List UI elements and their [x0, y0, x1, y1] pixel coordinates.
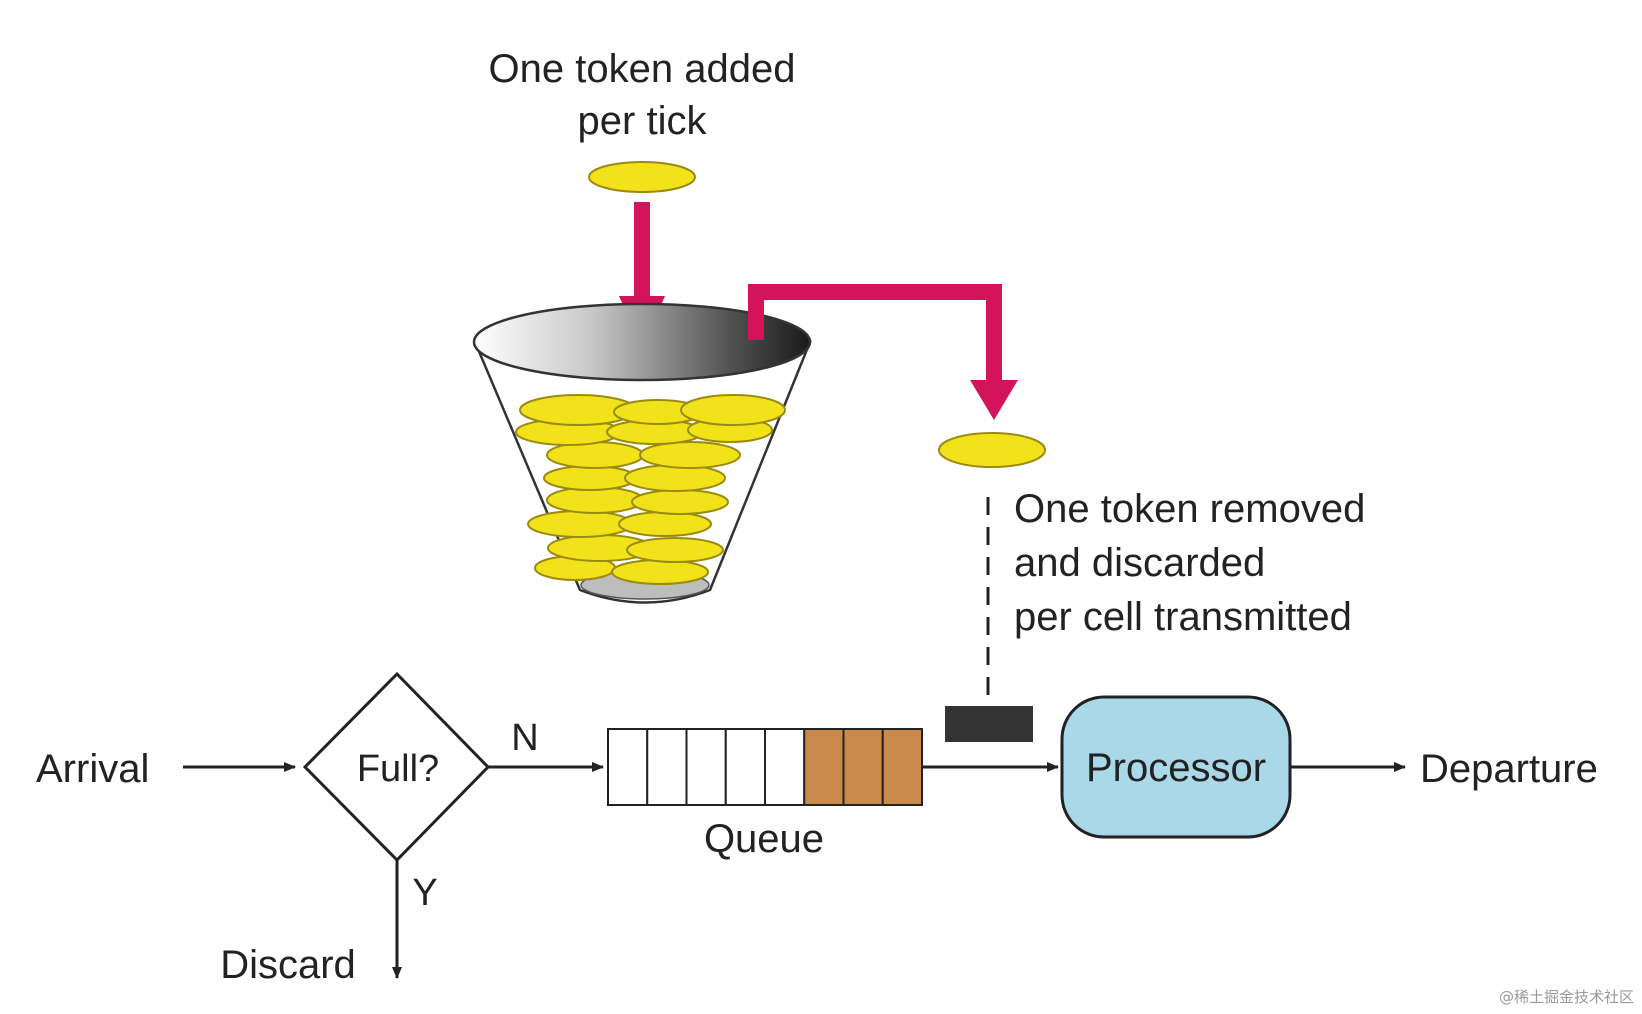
removed-token-icon — [938, 432, 1046, 468]
token-removed-label-line1: One token removed — [1014, 487, 1365, 531]
processor-label: Processor — [1086, 746, 1266, 790]
token-removed-arrow — [748, 284, 1018, 420]
queue-slot-empty — [646, 728, 688, 806]
queue-slot-filled — [842, 728, 884, 806]
token-source-label-line1: One token added — [489, 47, 796, 91]
queue-label: Queue — [704, 817, 824, 861]
queue-slot-filled — [881, 728, 923, 806]
token-bucket-icon — [472, 302, 812, 604]
watermark: @稀土掘金技术社区 — [1499, 988, 1634, 1006]
incoming-token-icon — [588, 161, 696, 193]
yes-label: Y — [412, 872, 437, 914]
queue-slot-empty — [724, 728, 766, 806]
queue — [607, 728, 923, 806]
queue-slot-empty — [764, 728, 806, 806]
decision-label: Full? — [357, 748, 439, 790]
token-removed-label-line2: and discarded — [1014, 541, 1265, 585]
arrival-label: Arrival — [36, 747, 149, 791]
queue-slot-empty — [607, 728, 649, 806]
transmitted-cell-icon — [945, 706, 1033, 742]
discard-label: Discard — [220, 943, 356, 987]
bucket-tokens — [515, 394, 786, 585]
queue-slot-filled — [803, 728, 845, 806]
no-label: N — [511, 717, 538, 759]
queue-slot-empty — [685, 728, 727, 806]
token-source-label-line2: per tick — [578, 99, 708, 143]
token-removed-label-line3: per cell transmitted — [1014, 595, 1352, 639]
departure-label: Departure — [1420, 747, 1598, 791]
